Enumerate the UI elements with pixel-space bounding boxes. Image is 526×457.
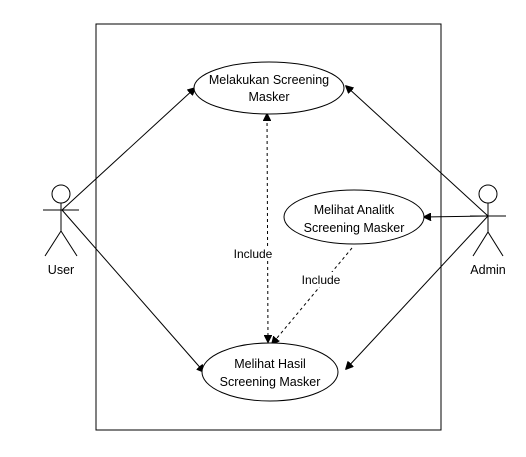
use-case-screening-line1: Melakukan Screening: [209, 73, 329, 87]
assoc-user-hasil: [61, 209, 204, 372]
actor-user[interactable]: User: [43, 184, 79, 277]
include-hasil-screening: [267, 114, 268, 342]
use-case-hasil-line1: Melihat Hasil: [234, 357, 306, 371]
assoc-user-screening: [61, 88, 195, 211]
stick-figure-icon: [470, 184, 506, 257]
stick-figure-icon: [43, 184, 79, 257]
actor-admin[interactable]: Admin: [470, 184, 506, 277]
include-label-right: Include: [302, 273, 341, 287]
use-case-analitik-line1: Melihat Analitk: [314, 203, 395, 217]
include-label-left: Include: [234, 247, 273, 261]
actor-admin-label: Admin: [470, 263, 505, 277]
use-case-analitik[interactable]: Melihat Analitk Screening Masker: [283, 189, 425, 245]
assoc-admin-screening: [346, 86, 489, 217]
assoc-admin-hasil: [346, 215, 489, 369]
use-case-hasil-line2: Screening Masker: [220, 375, 321, 389]
use-case-screening-line2: Masker: [249, 90, 290, 104]
include-analitik-hasil: [272, 247, 353, 344]
use-case-analitik-line2: Screening Masker: [304, 221, 405, 235]
use-case-screening[interactable]: Melakukan Screening Masker: [193, 61, 345, 115]
use-case-hasil[interactable]: Melihat Hasil Screening Masker: [201, 342, 339, 402]
actor-user-label: User: [48, 263, 74, 277]
